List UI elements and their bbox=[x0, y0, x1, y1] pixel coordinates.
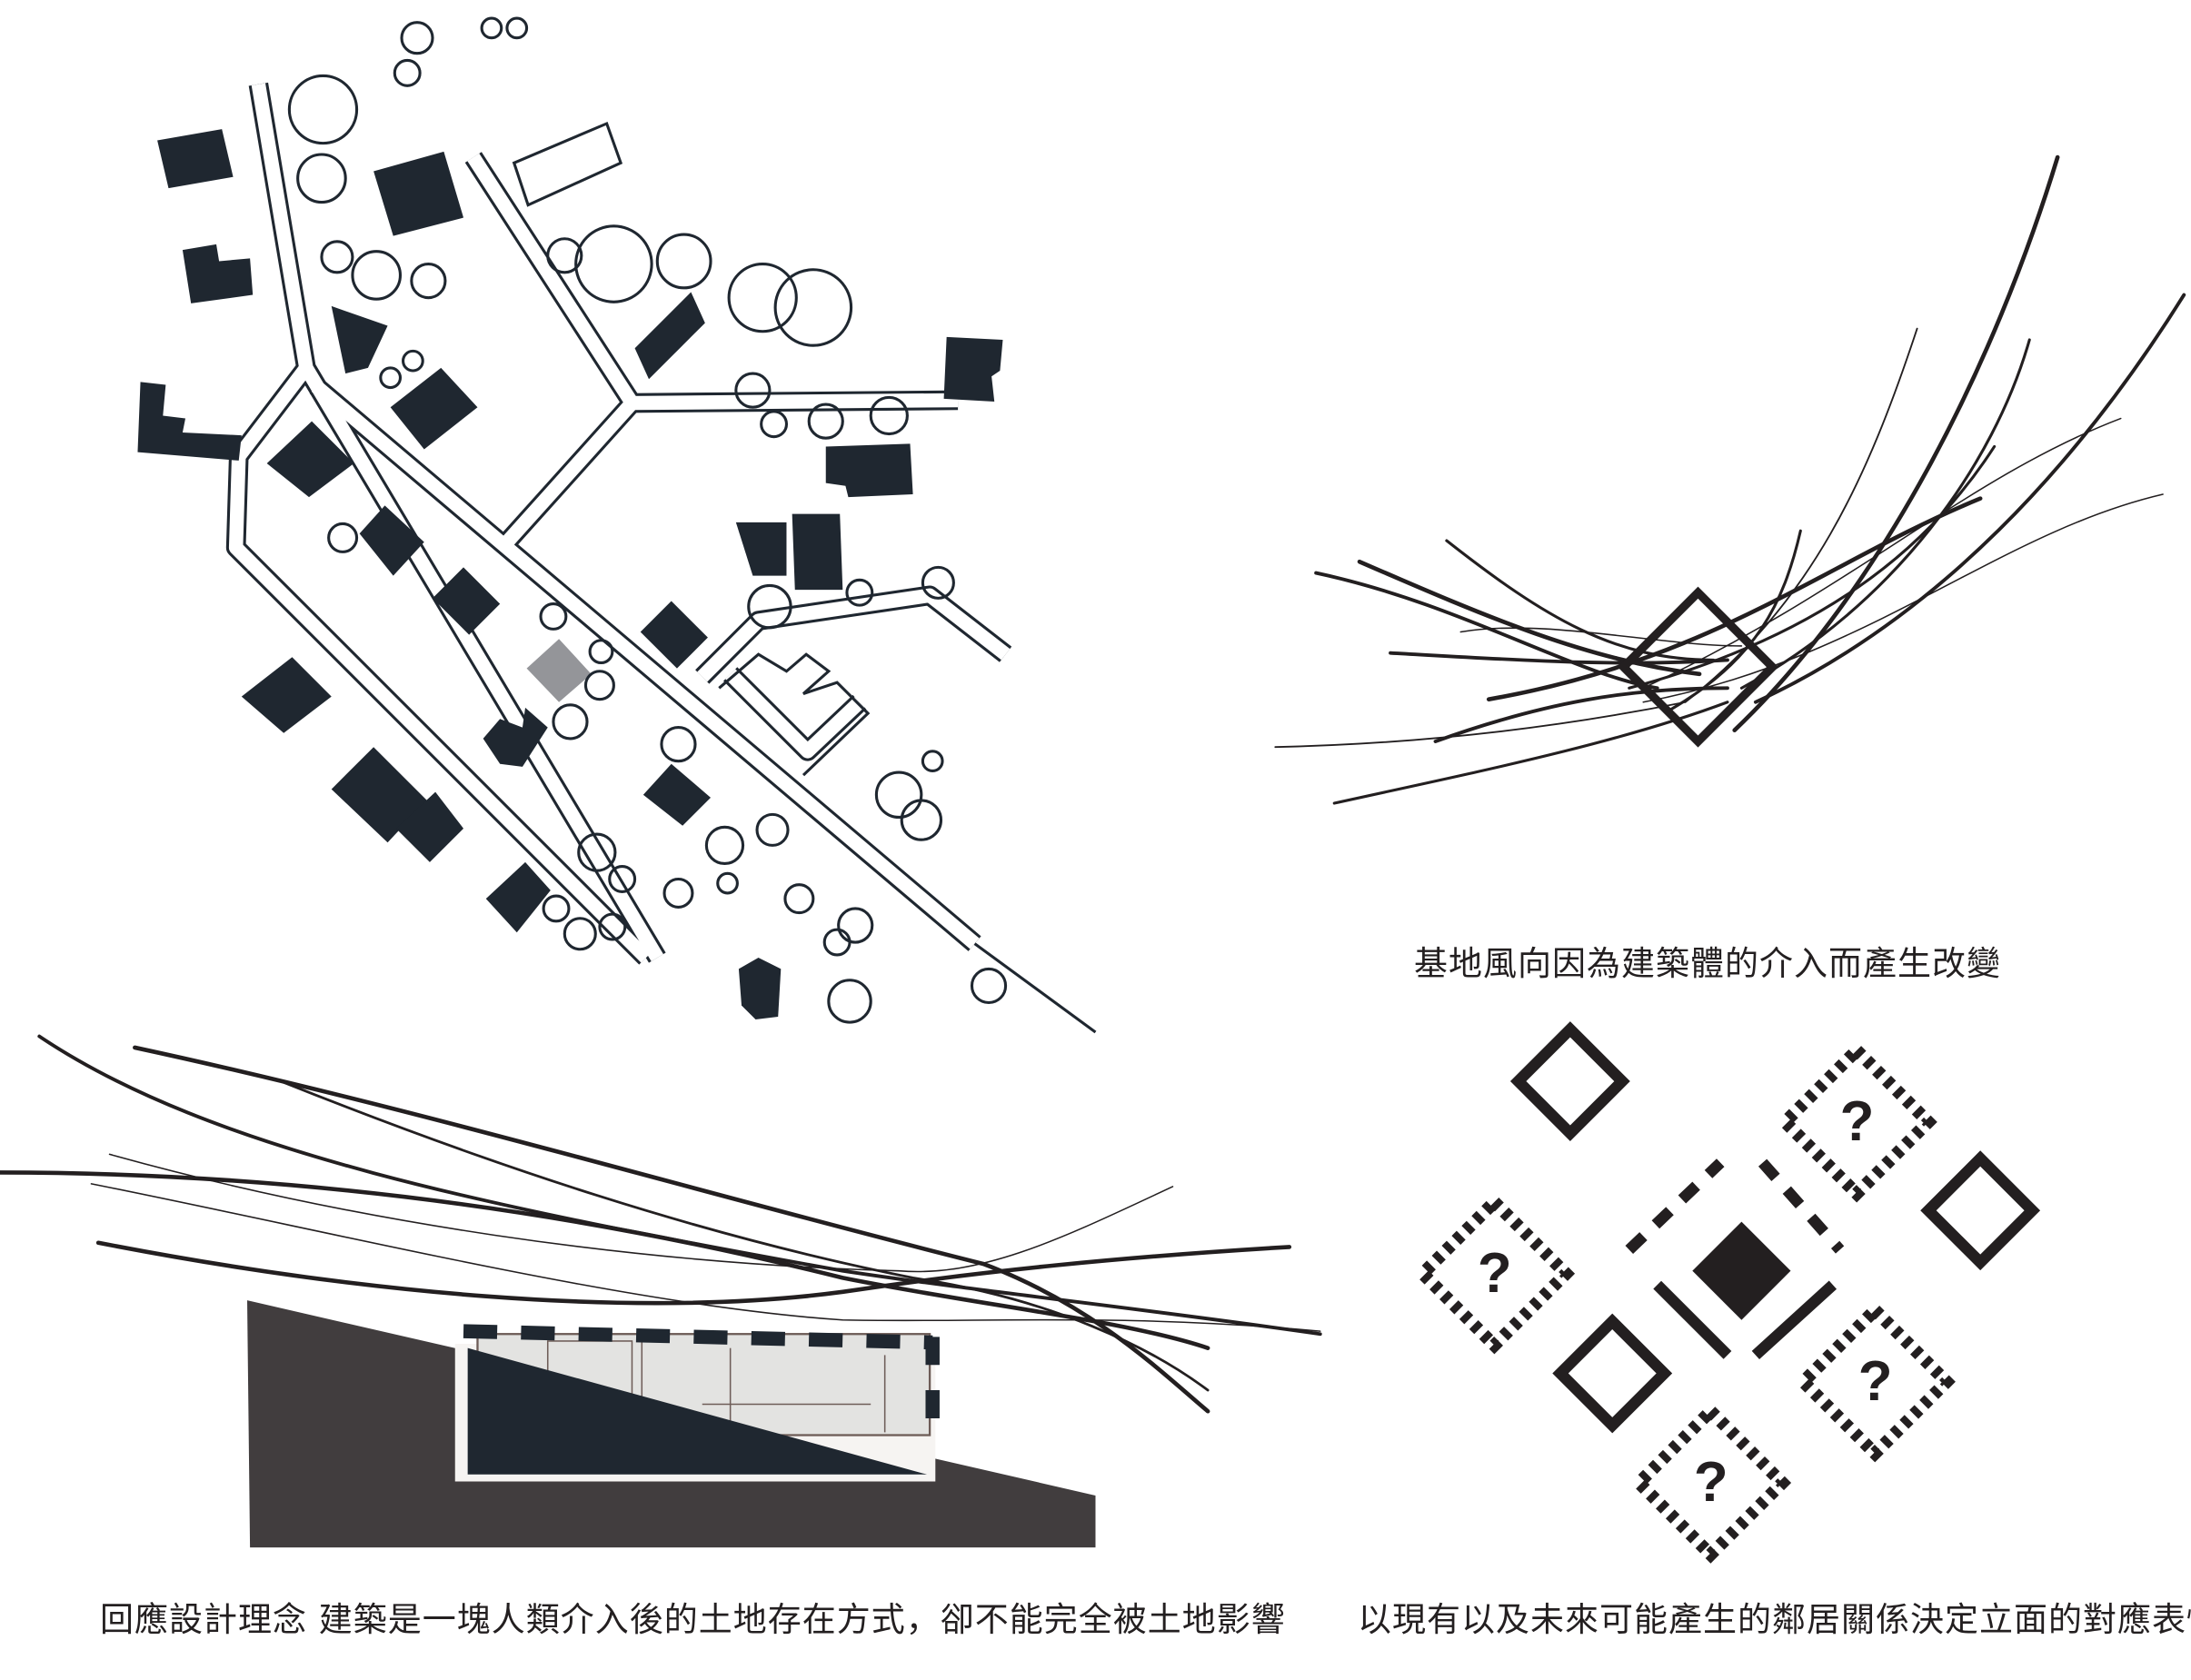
existing-neighbor-diamond bbox=[1920, 1150, 2041, 1271]
unknown-mark: ? bbox=[1478, 1242, 1512, 1305]
dashed-roof bbox=[463, 1324, 933, 1350]
section-wind-lines bbox=[0, 1034, 1322, 1414]
unknown-mark: ? bbox=[1840, 1090, 1875, 1153]
future-neighbor-diamond bbox=[1794, 1301, 1956, 1463]
project-site bbox=[526, 639, 592, 702]
outlined-building bbox=[718, 652, 871, 777]
neighbor-caption: 以現有以及未來可能產生的鄰居關係決定立面的對應表情 bbox=[1358, 1600, 2191, 1639]
future-neighbor-diamond bbox=[1629, 1402, 1792, 1564]
neighbor-diagram bbox=[1413, 1021, 2041, 1564]
unknown-mark: ? bbox=[1694, 1451, 1728, 1514]
future-neighbor-diamond bbox=[1413, 1193, 1576, 1355]
site-plan-roads bbox=[225, 82, 1097, 1034]
future-neighbor-diamond bbox=[1776, 1041, 1937, 1203]
existing-neighbor-diamond bbox=[1552, 1313, 1673, 1434]
outlined-building bbox=[512, 121, 623, 207]
buried-volume bbox=[467, 1347, 928, 1475]
site-plan-buildings bbox=[137, 129, 1003, 1020]
existing-neighbor-diamond bbox=[1509, 1021, 1630, 1141]
unknown-mark: ? bbox=[1858, 1350, 1893, 1413]
building-diamond bbox=[1618, 586, 1778, 748]
site-plan-trees bbox=[287, 16, 1008, 1024]
wind-lines bbox=[1274, 154, 2186, 805]
wind-caption: 基地風向因為建築體的介入而產生改變 bbox=[1414, 944, 2001, 983]
section-caption: 回應設計理念 建築是一塊人類介入後的土地存在方式，卻不能完全被土地影響 bbox=[100, 1600, 1286, 1639]
site-diamond bbox=[1692, 1221, 1791, 1320]
